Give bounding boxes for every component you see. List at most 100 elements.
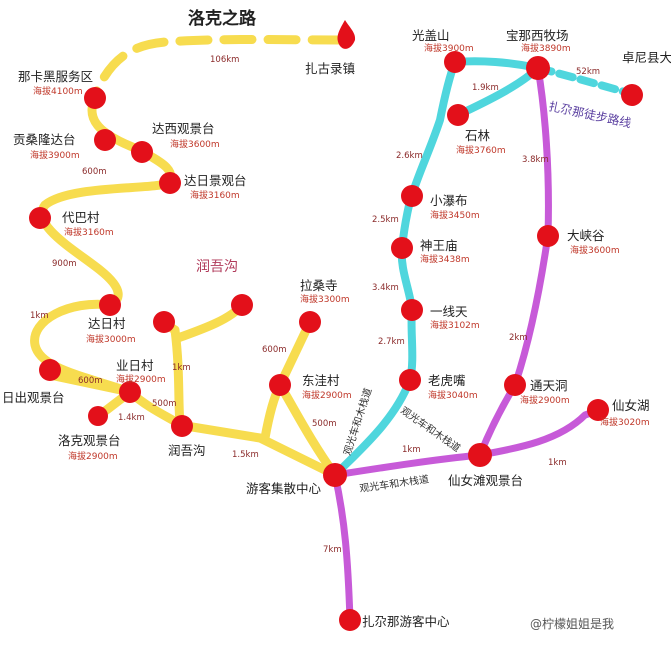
- node-runwu-b: [231, 294, 253, 316]
- place-name: 宝那西牧场: [506, 28, 569, 43]
- place-name: 扎尕那游客中心: [362, 614, 450, 629]
- place-name: 东洼村: [302, 373, 340, 388]
- place-name: 那卡黑服务区: [18, 69, 93, 84]
- node-sunrise: [39, 359, 61, 381]
- node-shilin: [447, 104, 469, 126]
- place-altitude: 海拔3040m: [428, 389, 478, 401]
- yellow-route-lines: [30, 35, 345, 480]
- distance-labels: 106km 600m 900m 1km 600m 1.4km 500m 1km …: [30, 55, 600, 555]
- place-name: 扎古录镇: [305, 61, 355, 76]
- distance: 3.4km: [372, 283, 399, 293]
- place-name: 日出观景台: [2, 390, 65, 405]
- place-name: 达日村: [88, 316, 126, 331]
- node-zhaguluzhen: [337, 20, 356, 49]
- node-baonaxi: [526, 56, 550, 80]
- node-laohuzui: [399, 369, 421, 391]
- place-name: 仙女湖: [612, 398, 650, 413]
- place-name: 卓尼县大峪沟: [622, 50, 671, 65]
- place-name: 一线天: [430, 304, 468, 319]
- place-labels: 扎古录镇 那卡黑服务区 海拔4100m 贡桑隆达台 海拔3900m 达西观景台 …: [2, 28, 671, 629]
- node-runwu-a: [153, 311, 175, 333]
- place-name: 游客集散中心: [246, 481, 322, 496]
- place-name: 贡桑隆达台: [13, 132, 76, 147]
- distance: 52km: [576, 67, 600, 77]
- distance: 1.9km: [472, 83, 499, 93]
- place-altitude: 海拔2900m: [520, 394, 570, 406]
- cyan-route-main: [331, 58, 459, 479]
- place-altitude: 海拔3020m: [600, 416, 650, 428]
- distance: 1km: [172, 363, 191, 373]
- node-daiba: [29, 207, 51, 229]
- node-yixiantian: [401, 299, 423, 321]
- place-name: 仙女滩观景台: [448, 473, 523, 488]
- distance: 600m: [82, 167, 107, 177]
- place-altitude: 海拔3900m: [424, 42, 474, 54]
- place-name: 神王庙: [420, 238, 458, 253]
- place-altitude: 海拔3600m: [170, 138, 220, 150]
- place-altitude: 海拔2900m: [302, 389, 352, 401]
- place-name: 代巴村: [62, 210, 100, 225]
- place-name: 光盖山: [412, 28, 450, 43]
- place-altitude: 海拔3600m: [570, 244, 620, 256]
- yellow-branch-4: [45, 370, 135, 397]
- distance: 2.6km: [396, 151, 423, 161]
- distance: 2.7km: [378, 337, 405, 347]
- node-shenwang: [391, 237, 413, 259]
- distance: 900m: [52, 259, 77, 269]
- place-altitude: 海拔3000m: [86, 333, 136, 345]
- place-name: 石林: [465, 128, 491, 143]
- place-name: 洛克观景台: [58, 433, 121, 448]
- distance: 1km: [548, 458, 567, 468]
- purple-route-south: [331, 471, 354, 624]
- place-altitude: 海拔3438m: [420, 253, 470, 265]
- nodes: [29, 20, 643, 631]
- distance: 500m: [152, 399, 177, 409]
- purple-route-lake: [476, 406, 604, 459]
- yellow-route-dashed: [90, 35, 345, 100]
- place-name: 业日村: [116, 358, 154, 373]
- place-name: 老虎嘴: [428, 373, 466, 388]
- node-zhuoni: [621, 84, 643, 106]
- distance: 600m: [262, 345, 287, 355]
- distance: 1.5km: [232, 450, 259, 460]
- node-guanggai: [444, 51, 466, 73]
- place-name: 达西观景台: [152, 121, 215, 136]
- node-tongtian: [504, 374, 526, 396]
- distance: 1.4km: [118, 413, 145, 423]
- purple-route-bottom: [331, 451, 484, 479]
- place-altitude: 海拔3160m: [190, 189, 240, 201]
- place-altitude: 海拔2900m: [116, 373, 166, 385]
- node-dongwa: [269, 374, 291, 396]
- distance: 500m: [312, 419, 337, 429]
- node-runwugou: [171, 415, 193, 437]
- node-yeri: [119, 381, 141, 403]
- place-altitude: 海拔2900m: [68, 450, 118, 462]
- node-xiannvhu: [587, 399, 609, 421]
- place-altitude: 海拔3900m: [30, 149, 80, 161]
- node-xiaopubu: [401, 185, 423, 207]
- distance: 3.8km: [522, 155, 549, 165]
- node-dari-viewpoint: [159, 172, 181, 194]
- distance: 106km: [210, 55, 239, 65]
- place-altitude: 海拔3760m: [456, 144, 506, 156]
- node-daxi: [131, 141, 153, 163]
- place-altitude: 海拔3160m: [64, 226, 114, 238]
- purple-route-main: [476, 64, 552, 459]
- node-zhagana-center: [339, 609, 361, 631]
- place-name: 通天洞: [530, 378, 568, 393]
- watermark: @柠檬姐姐是我: [530, 616, 614, 631]
- place-altitude: 海拔3890m: [521, 42, 571, 54]
- purple-route-lines: [331, 64, 604, 624]
- node-nakahei: [84, 87, 106, 109]
- node-daxiagu: [537, 225, 559, 247]
- distance: 1km: [402, 445, 421, 455]
- node-lasang: [299, 311, 321, 333]
- node-dari-village: [99, 294, 121, 316]
- place-altitude: 海拔3300m: [300, 293, 350, 305]
- distance: 2km: [509, 333, 528, 343]
- place-name: 达日景观台: [184, 173, 247, 188]
- distance: 1km: [30, 311, 49, 321]
- place-name: 拉桑寺: [300, 278, 338, 293]
- road-label: 观光车和木栈道: [359, 472, 430, 495]
